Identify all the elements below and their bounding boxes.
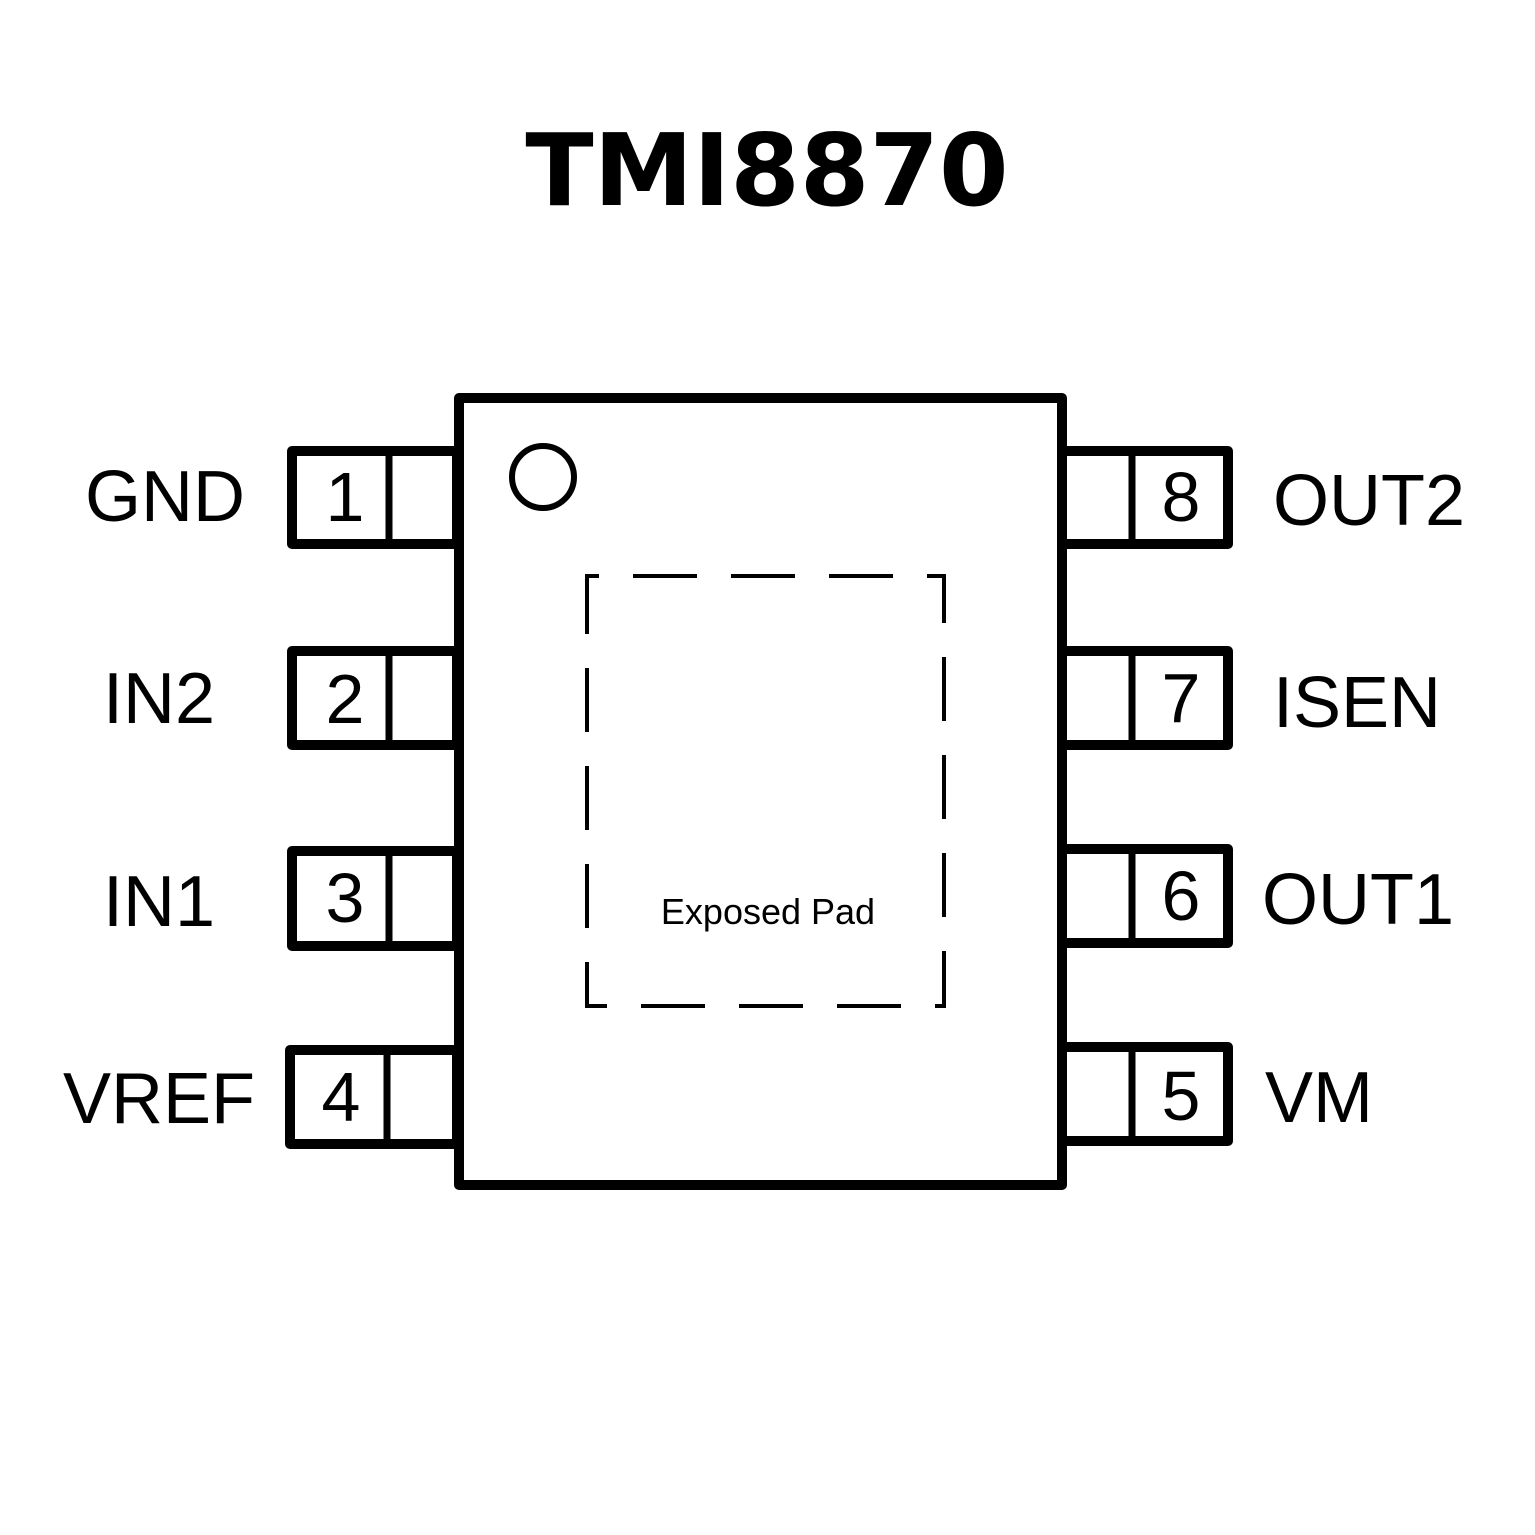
pin-5: 5 VM — [1057, 1042, 1373, 1146]
pin-1-lead — [287, 446, 462, 549]
pin-2-number: 2 — [326, 660, 365, 738]
pin-6: 6 OUT1 — [1057, 844, 1454, 948]
pin-7-number: 7 — [1162, 659, 1201, 737]
pin-7: 7 ISEN — [1057, 646, 1441, 750]
pin-3-number: 3 — [326, 859, 365, 937]
pin-1-number: 1 — [326, 458, 365, 536]
pin-6-number: 6 — [1162, 857, 1201, 935]
pin1-marker-icon — [509, 443, 577, 511]
pin-3: 3 IN1 — [103, 846, 462, 951]
pin-2-name: IN2 — [103, 659, 215, 739]
pin-2: 2 IN2 — [103, 646, 462, 750]
pin-8-number: 8 — [1162, 458, 1201, 536]
pin-8: 8 OUT2 — [1057, 446, 1465, 549]
exposed-pad-outline — [585, 574, 946, 1008]
pin-4-name: VREF — [63, 1059, 255, 1139]
pin-7-name: ISEN — [1273, 663, 1441, 743]
pin-4-lead — [285, 1045, 462, 1149]
package-body — [454, 393, 1067, 1190]
pin-6-lead — [1057, 844, 1233, 948]
pin-5-number: 5 — [1162, 1057, 1201, 1135]
pin-6-name: OUT1 — [1262, 860, 1454, 940]
pin-8-lead — [1057, 446, 1233, 549]
pin-4: 4 VREF — [63, 1045, 462, 1149]
pin-2-lead — [287, 646, 462, 750]
pin-4-number: 4 — [322, 1058, 361, 1136]
pin-5-lead — [1057, 1042, 1233, 1146]
pin-7-lead — [1057, 646, 1233, 750]
pin-3-lead — [287, 846, 462, 951]
pin-1: 1 GND — [85, 446, 462, 549]
chip-title: TMI8870 — [525, 112, 1008, 229]
pin-8-name: OUT2 — [1273, 461, 1465, 541]
exposed-pad-label: Exposed Pad — [661, 891, 875, 932]
pin-5-name: VM — [1265, 1058, 1373, 1138]
pin-1-name: GND — [85, 457, 245, 537]
pin-3-name: IN1 — [103, 862, 215, 942]
